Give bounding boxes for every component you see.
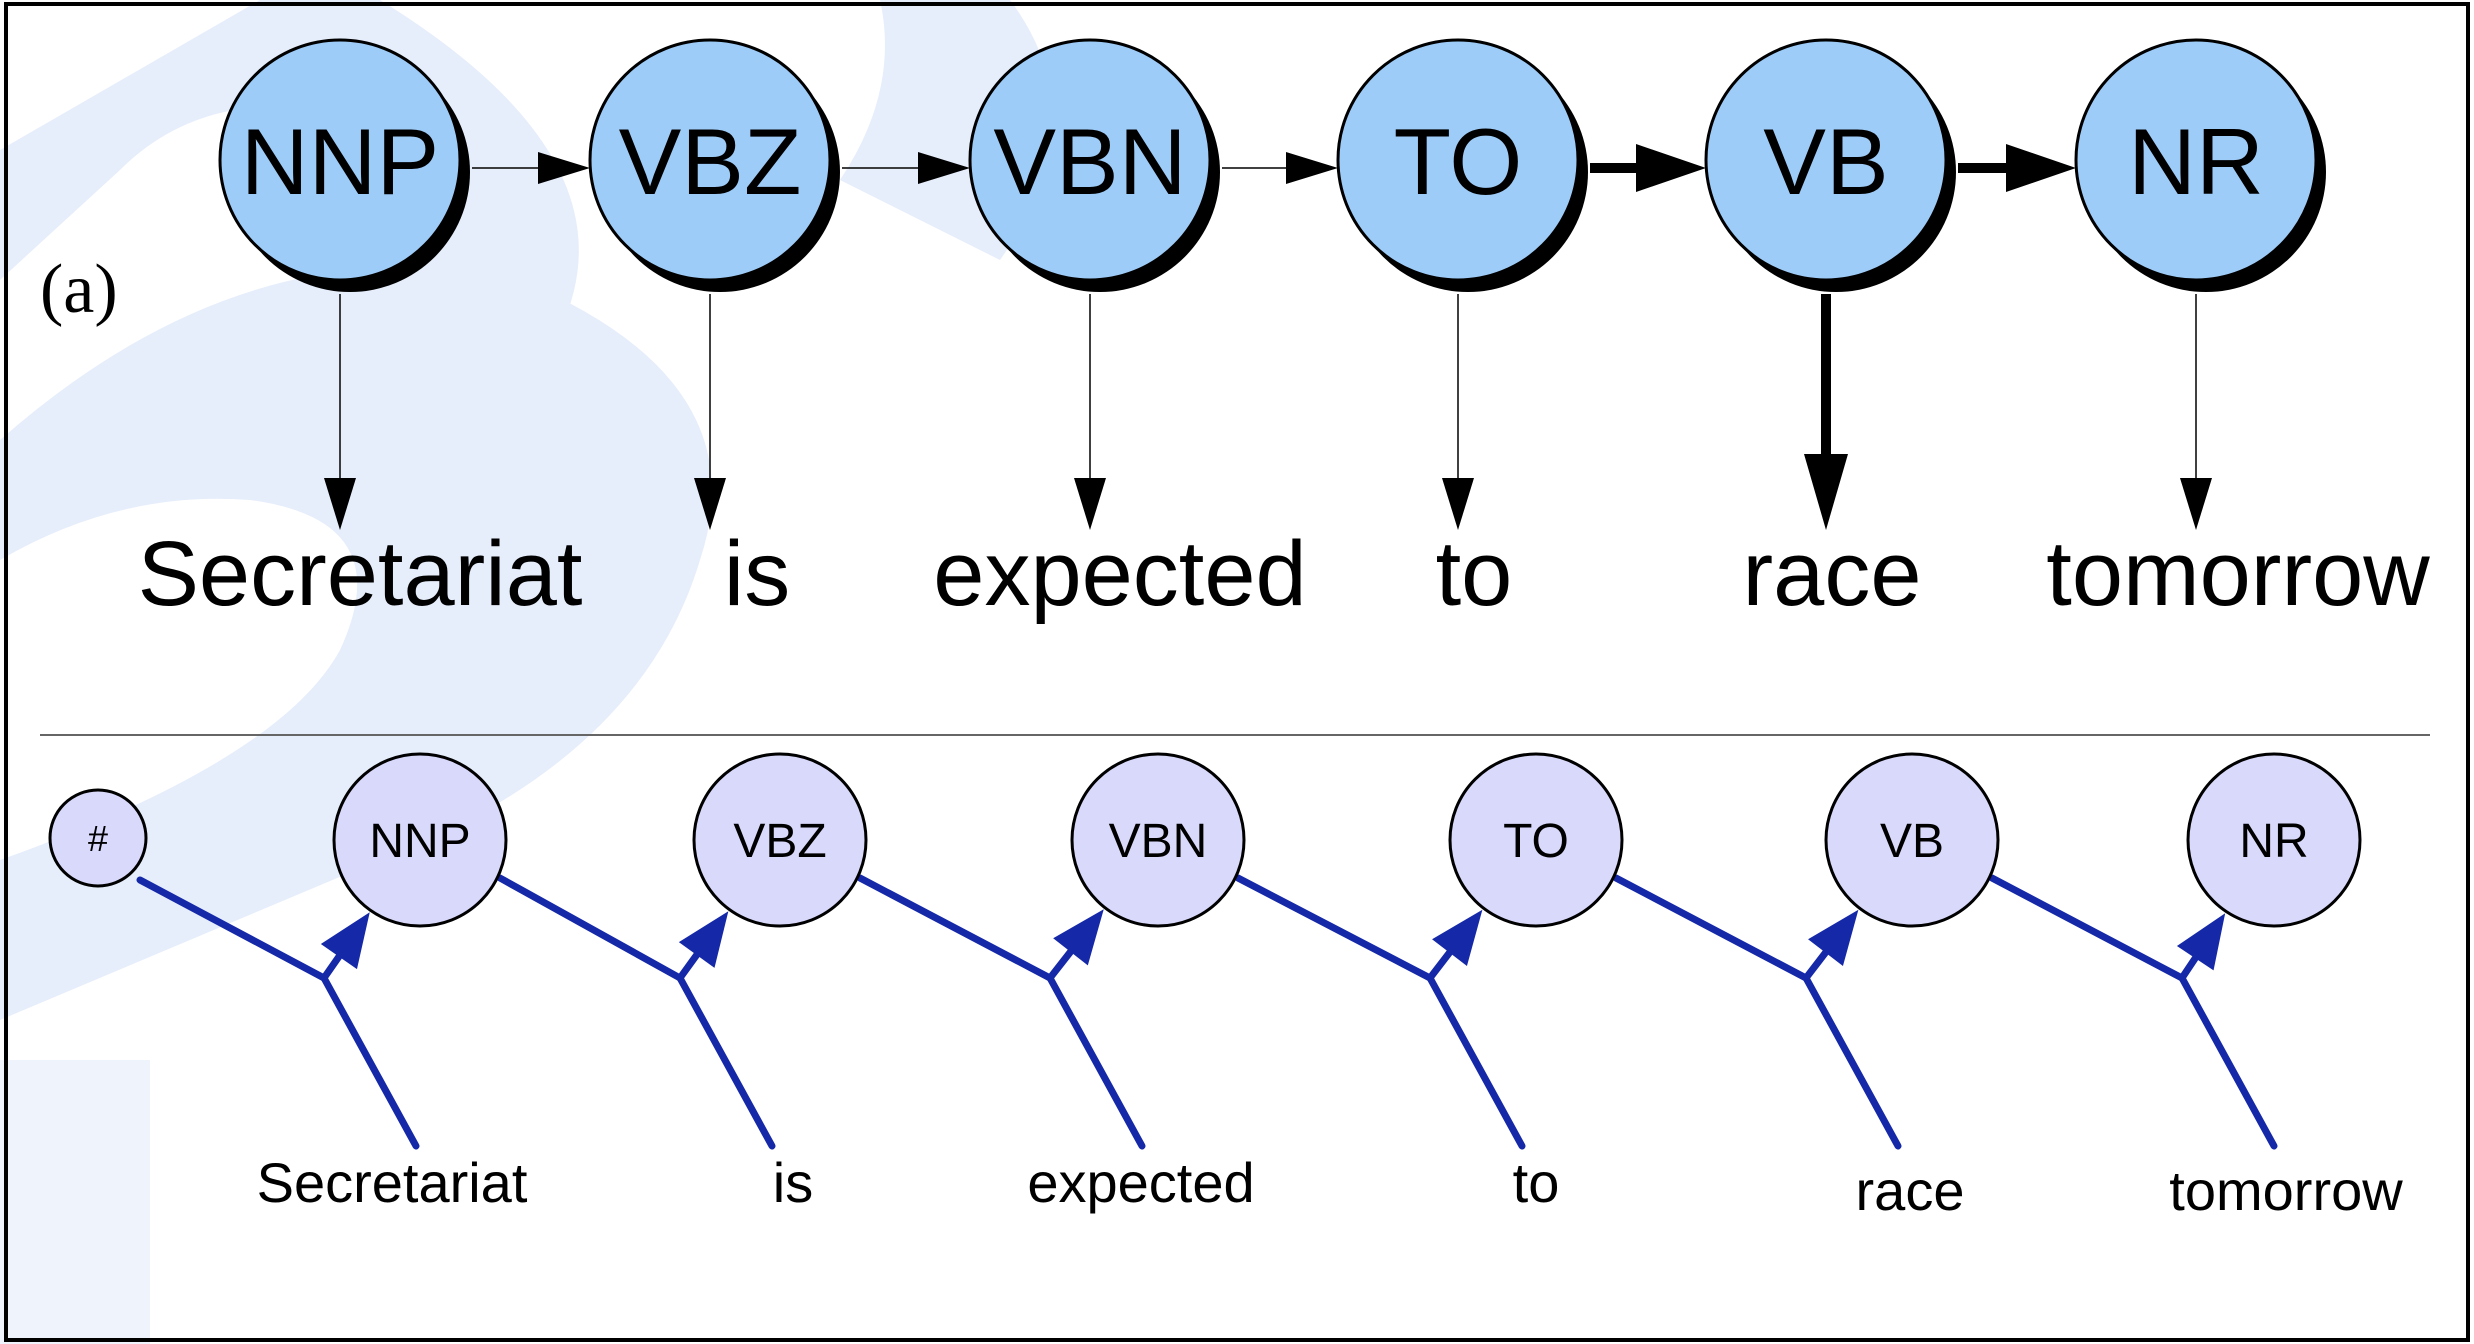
bottom-tag-label: VB: [1880, 815, 1944, 868]
top-tag-node: VB: [1704, 38, 1956, 292]
emission-arrow: [1442, 294, 1474, 530]
bottom-word-label: tomorrow: [2169, 1159, 2403, 1222]
bottom-factor-panel: # NNP VBZ VBN TO VB NR Secretariat is expected to r…: [48, 752, 2403, 1222]
factor-edge: [856, 874, 1146, 1150]
factor-edge: [136, 876, 420, 1150]
factor-edge: [1234, 874, 1526, 1150]
factor-edge: [496, 874, 776, 1150]
bottom-tag-label: NNP: [369, 815, 470, 868]
bottom-tag-node: TO: [1448, 752, 1624, 928]
top-tag-label: TO: [1394, 109, 1523, 214]
top-word-label: expected: [933, 523, 1306, 625]
top-tag-label: VBN: [993, 109, 1186, 214]
bottom-tag-node: VBZ: [692, 752, 868, 928]
emission-arrow: [324, 294, 356, 530]
bottom-word-label: Secretariat: [257, 1151, 528, 1214]
bottom-tag-label: VBN: [1109, 815, 1208, 868]
bottom-tag-node: VB: [1824, 752, 2000, 928]
factor-edge: [1612, 874, 1902, 1150]
bottom-tag-node: VBN: [1070, 752, 1246, 928]
top-tag-node: VBZ: [588, 38, 840, 292]
transition-arrow: [842, 152, 970, 184]
bottom-word-label: to: [1513, 1151, 1560, 1214]
bottom-tag-node: NNP: [332, 752, 508, 928]
emission-arrow: [1804, 294, 1848, 530]
top-word-label: is: [724, 523, 790, 625]
top-tag-node: VBN: [968, 38, 1220, 292]
bottom-word-label: race: [1856, 1159, 1965, 1222]
bottom-word-label: is: [773, 1151, 813, 1214]
top-tag-node: TO: [1336, 38, 1588, 292]
top-tag-label: NR: [2128, 109, 2264, 214]
factor-edge: [1988, 874, 2278, 1150]
top-word-label: to: [1436, 523, 1513, 625]
top-hmm-panel: NNP VBZ VBN TO VB NR Secretariat is expected to ra…: [138, 38, 2430, 625]
top-tag-node: NR: [2074, 38, 2326, 292]
top-tag-label: VB: [1763, 109, 1888, 214]
bottom-tag-label: NR: [2239, 815, 2308, 868]
top-tag-label: NNP: [241, 109, 439, 214]
bottom-tag-label: TO: [1503, 815, 1569, 868]
top-word-label: race: [1743, 523, 1922, 625]
start-node: #: [48, 788, 148, 888]
emission-arrow: [1074, 294, 1106, 530]
top-word-label: tomorrow: [2046, 523, 2430, 625]
transition-arrow: [1222, 152, 1338, 184]
emission-arrow: [694, 294, 726, 530]
top-tag-label: VBZ: [619, 109, 802, 214]
emission-arrow: [2180, 294, 2212, 530]
top-tag-node: NNP: [218, 38, 470, 292]
transition-arrow: [1590, 144, 1706, 192]
start-symbol-label: #: [88, 818, 108, 859]
transition-arrow: [1958, 144, 2076, 192]
bottom-tag-node: NR: [2186, 752, 2362, 928]
panel-label: (a): [40, 251, 118, 328]
bottom-tag-label: VBZ: [733, 815, 826, 868]
top-word-label: Secretariat: [138, 523, 583, 625]
watermark-logo: [0, 0, 1053, 1344]
transition-arrow: [472, 152, 590, 184]
figure-border: [4, 2, 2470, 1342]
bottom-word-label: expected: [1027, 1151, 1254, 1214]
